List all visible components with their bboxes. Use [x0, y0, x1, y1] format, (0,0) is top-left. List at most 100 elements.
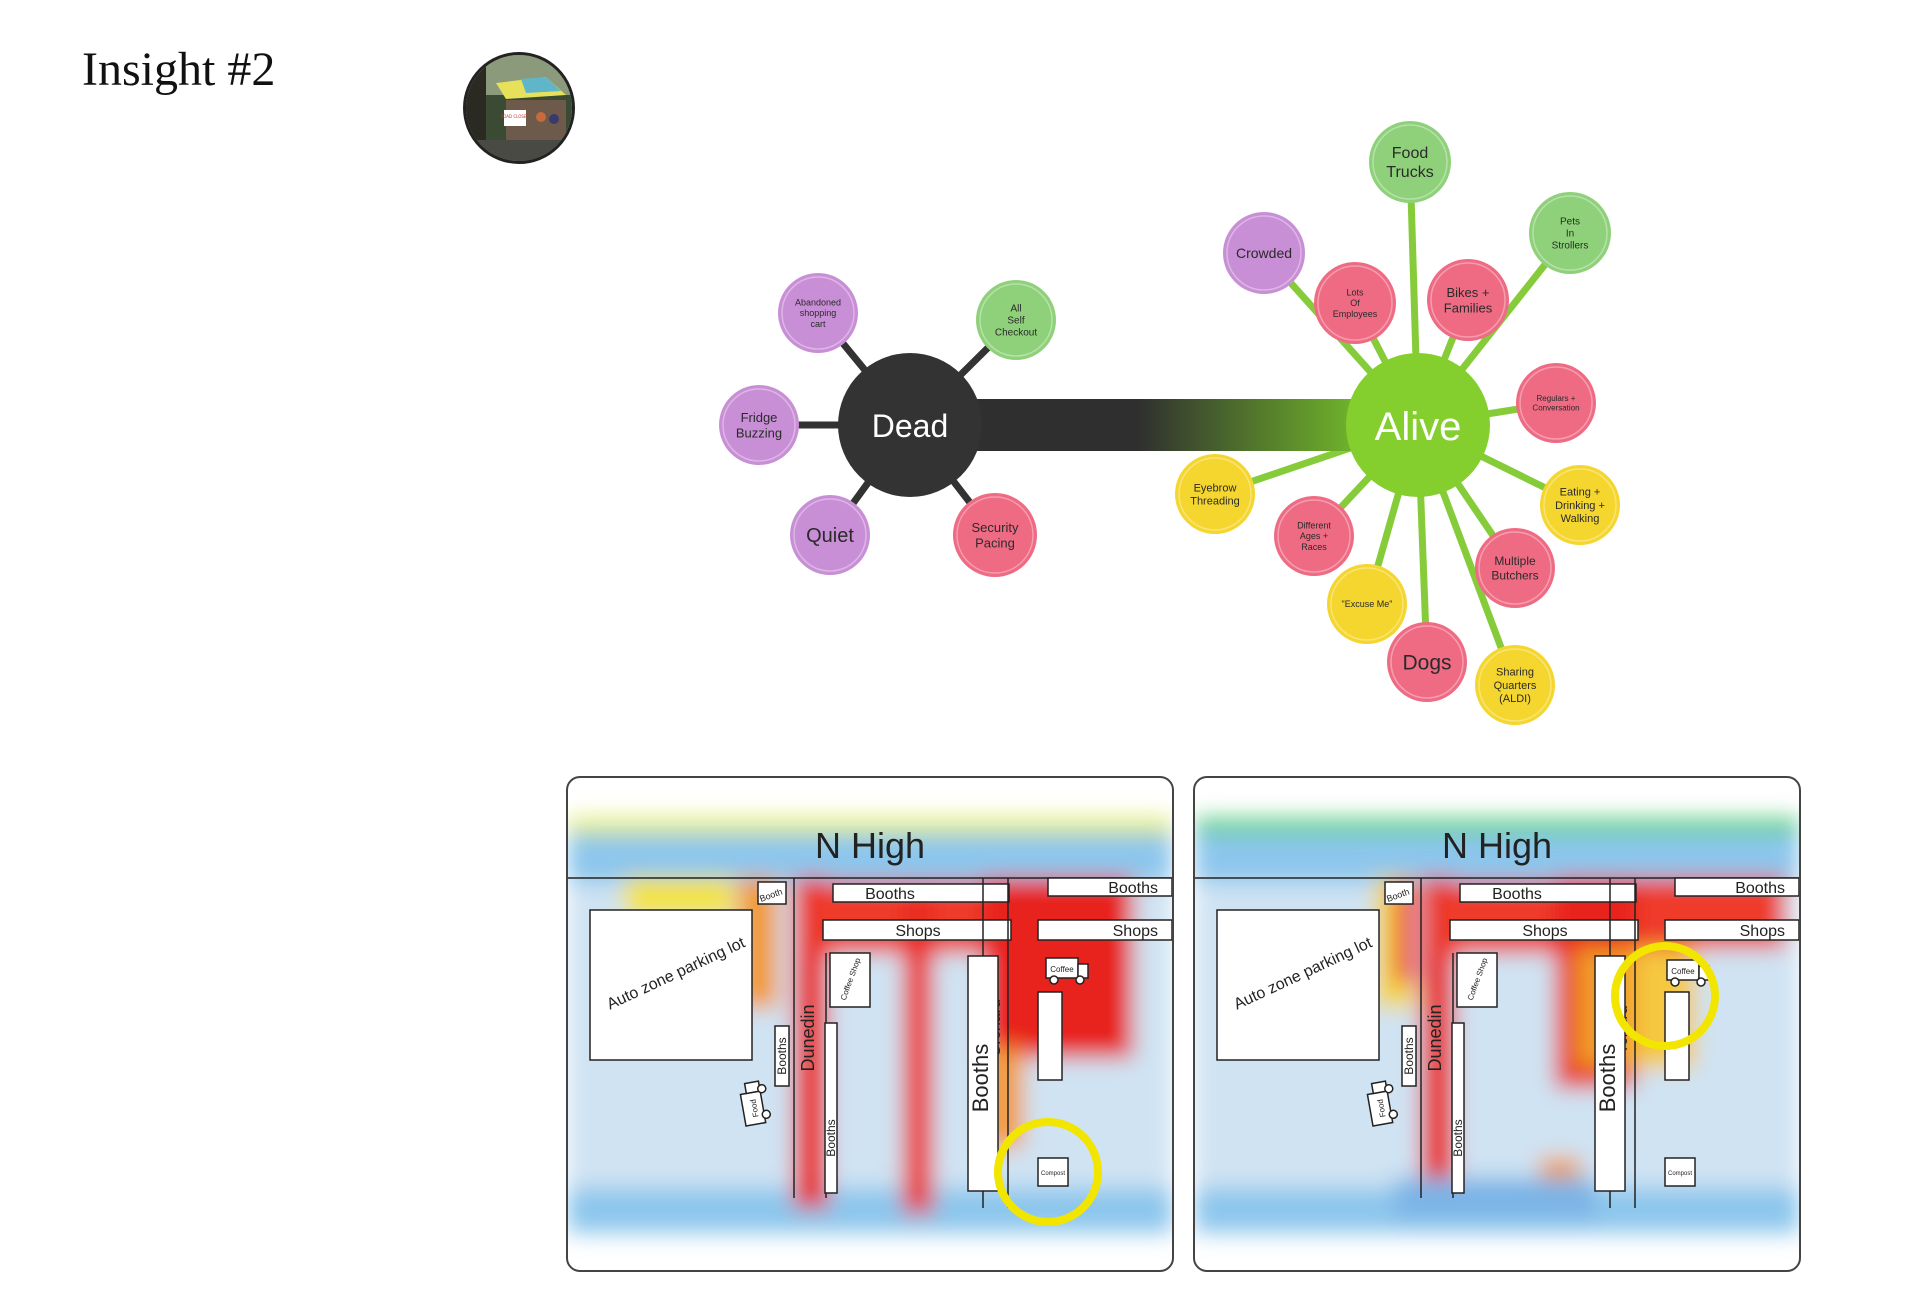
- node-ring: [1277, 499, 1351, 573]
- node-label: cart: [810, 319, 826, 329]
- street-label-n-high: N High: [815, 825, 925, 866]
- dead-hub: Dead: [838, 353, 982, 497]
- node-ring: [1519, 366, 1593, 440]
- node-circle: [1475, 645, 1555, 725]
- node-label: Checkout: [995, 328, 1037, 339]
- node-label: Security: [972, 520, 1019, 535]
- node-label: Buzzing: [736, 425, 782, 440]
- alive-hub: Alive: [1346, 353, 1490, 497]
- node-label: Of: [1350, 298, 1360, 308]
- food-truck-icon: Food: [739, 1080, 772, 1127]
- booths-vert-a: [774, 1025, 790, 1087]
- node-label: Multiple: [1494, 554, 1536, 568]
- compost-box: [1037, 1157, 1069, 1187]
- node-label: Regulars +: [1537, 394, 1576, 403]
- node-label: Families: [1444, 300, 1493, 315]
- booth-small: [757, 881, 787, 905]
- node-label: Butchers: [1491, 568, 1538, 582]
- booths-vert-c: [967, 955, 999, 1192]
- node-label: Quarters: [1494, 680, 1537, 692]
- node-label: (ALDI): [1499, 693, 1531, 705]
- booths-label: Booths: [1402, 1037, 1416, 1074]
- node-label: Self: [1007, 316, 1024, 327]
- node-label: Ages +: [1300, 531, 1328, 541]
- compost-label: Compost: [1668, 1171, 1692, 1177]
- coffee-truck-icon: Coffee: [1045, 957, 1089, 985]
- node-label: Fridge: [741, 410, 778, 425]
- node-circle: [1314, 262, 1396, 344]
- booths-label: Booths: [865, 886, 915, 903]
- node-ring: [1543, 468, 1617, 542]
- node-label: Abandoned: [795, 297, 841, 307]
- node-ring: [956, 496, 1034, 574]
- market-photo: ROAD CLOSED: [466, 55, 572, 161]
- compost-box: [1664, 1157, 1696, 1187]
- booths-label: Booths: [775, 1037, 789, 1074]
- node-circle: [1327, 564, 1407, 644]
- shops-left: [822, 919, 1012, 941]
- booths-top-left: [832, 883, 1010, 903]
- node-circle: [1223, 212, 1305, 294]
- shops-label: Shops: [1740, 923, 1785, 940]
- node-circle: [719, 385, 799, 465]
- booths-label: Booths: [1595, 1044, 1620, 1113]
- node-label: Races: [1301, 542, 1327, 552]
- market-photo-avatar: ROAD CLOSED: [463, 52, 575, 164]
- node-circle: [1274, 496, 1354, 576]
- coffee-truck-icon: Coffee: [1666, 959, 1710, 987]
- node-circle: [1369, 121, 1451, 203]
- node-label: Crowded: [1236, 245, 1292, 261]
- shops-right: [1664, 919, 1799, 941]
- shops-label: Shops: [1113, 923, 1158, 940]
- dead-hub-label: Dead: [872, 408, 949, 444]
- node-label: Drinking +: [1555, 500, 1605, 512]
- booths-vert-c: [1594, 955, 1626, 1192]
- node-label: "Excuse Me": [1342, 599, 1393, 609]
- coffee-shop: [1456, 952, 1498, 1008]
- node-ring: [722, 388, 796, 462]
- node-regulars: Regulars +Conversation: [1516, 363, 1596, 443]
- coffee-truck-icon-label: Coffee: [1671, 967, 1695, 976]
- node-circle: [1175, 454, 1255, 534]
- node-label: Pacing: [975, 535, 1015, 550]
- parking-lot: [589, 909, 753, 1061]
- booths-top-left: [1459, 883, 1637, 903]
- node-label: Pets: [1560, 217, 1580, 228]
- compost-label: Compost: [1041, 1171, 1065, 1177]
- booths-vert-b: [1451, 1022, 1465, 1194]
- node-label: Different: [1297, 520, 1331, 530]
- node-label: Strollers: [1552, 241, 1589, 252]
- node-ring: [1390, 625, 1464, 699]
- booths-label: Booths: [968, 1044, 993, 1113]
- node-circle: [1387, 622, 1467, 702]
- node-label: Conversation: [1532, 404, 1579, 413]
- node-crowded: Crowded: [1223, 212, 1305, 294]
- street-label-n-high: N High: [1442, 825, 1552, 866]
- booths-top-right: [1047, 877, 1172, 897]
- booths-label: Booths: [1108, 880, 1158, 897]
- node-ring: [1226, 215, 1302, 291]
- node-circle: [953, 493, 1037, 577]
- node-circle: [790, 495, 870, 575]
- alive-hub-label: Alive: [1375, 405, 1462, 449]
- road-closed-sign: ROAD CLOSED: [500, 114, 529, 119]
- node-ring: [1478, 531, 1552, 605]
- node-label: Food: [1392, 145, 1428, 162]
- node-label: Eating +: [1560, 487, 1601, 499]
- shops-left: [1449, 919, 1639, 941]
- node-circle: [976, 280, 1056, 360]
- booths-top-right: [1674, 877, 1799, 897]
- node-label: Threading: [1190, 495, 1240, 507]
- node-ring: [793, 498, 867, 572]
- node-label: Bikes +: [1447, 285, 1490, 300]
